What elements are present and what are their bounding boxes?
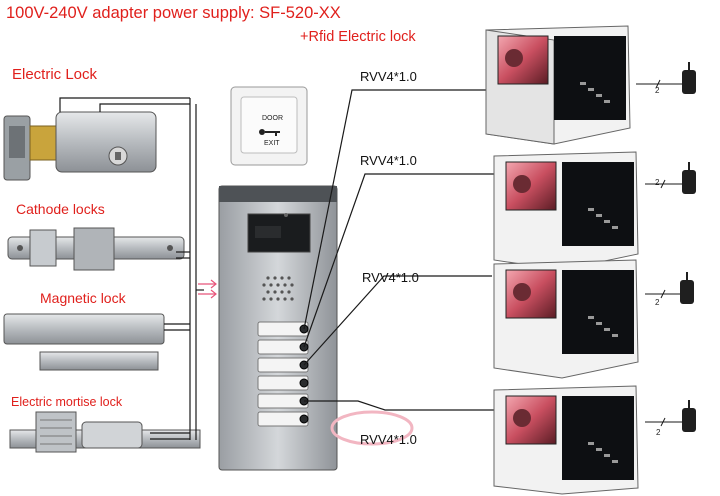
exit-button-image: [230, 86, 308, 166]
page-title: 100V-240V adapter power supply: SF-520-X…: [6, 4, 341, 22]
adapter-wires: [636, 79, 682, 427]
cathode-lock-image: [7, 227, 185, 271]
adapter-wire-count-3: 2: [655, 298, 660, 307]
watermark-logo: [330, 410, 414, 446]
lock-wires: [59, 97, 204, 440]
indoor-monitor-3: [493, 259, 639, 379]
cable-label-2: RVV4*1.0: [360, 153, 417, 168]
outdoor-panel: [218, 185, 338, 471]
cable-label-1: RVV4*1.0: [360, 69, 417, 84]
connection-arrows: [198, 279, 217, 299]
cable-label-3: RVV4*1.0: [362, 270, 419, 285]
adapter-wire-count-2: 2: [655, 178, 660, 187]
adapter-wire-count-4: 2: [656, 428, 661, 437]
indoor-monitor-1: [485, 25, 631, 145]
electric-lock-label: Electric Lock: [12, 66, 98, 83]
electric-lock-image: [3, 111, 157, 181]
call-buttons: [257, 321, 309, 427]
cable-lines: [303, 89, 494, 411]
mortise-lock-label: Electric mortise lock: [11, 395, 123, 409]
magnetic-lock-image: [3, 313, 165, 371]
indoor-monitor-4: [493, 385, 639, 495]
adapter-wire-count-1: 2: [655, 86, 660, 95]
magnetic-lock-label: Magnetic lock: [40, 290, 126, 306]
page-subtitle: +Rfid Electric lock: [300, 29, 416, 45]
cathode-locks-label: Cathode locks: [16, 201, 105, 217]
power-adapters: [680, 62, 696, 432]
indoor-monitor-2: [493, 151, 639, 271]
exit-button-text-exit: EXIT: [264, 140, 280, 147]
cable-label-4: RVV4*1.0: [360, 432, 417, 447]
exit-button-text-door: DOOR: [262, 115, 283, 122]
mortise-lock-image: [9, 411, 201, 453]
